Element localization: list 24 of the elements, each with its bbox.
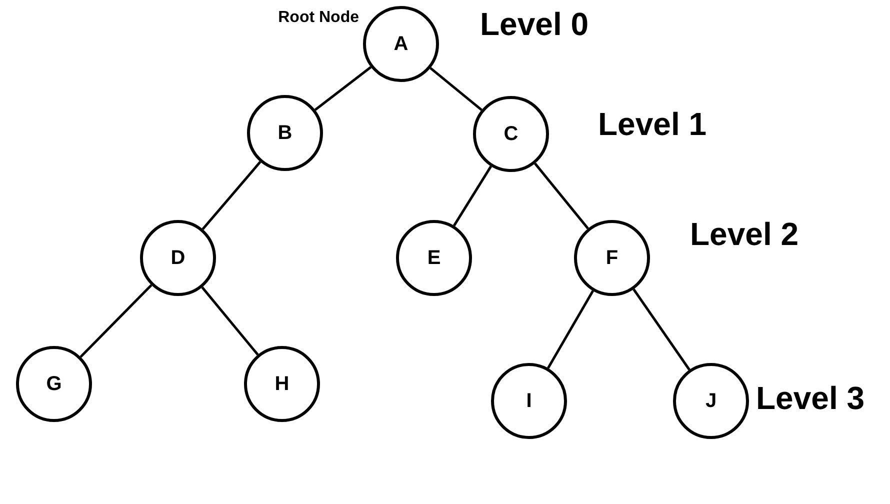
level-label: Level 2: [690, 218, 799, 250]
node-caption: Root Node: [277, 8, 359, 28]
node-letter: H: [274, 372, 290, 397]
connector-line: [430, 67, 482, 111]
node-letter: C: [504, 122, 518, 147]
connector-line: [452, 166, 492, 226]
connector-line: [314, 66, 372, 111]
connector-line: [202, 161, 262, 230]
level-label: Level 3: [756, 382, 865, 414]
node-letter: A: [394, 32, 408, 57]
node-letter: G: [46, 372, 62, 397]
connector-line: [201, 286, 259, 356]
level-label: Level 0: [480, 8, 589, 40]
node-letter: B: [278, 121, 292, 146]
connector-line: [632, 288, 690, 370]
connector-line: [547, 290, 594, 369]
connector-line: [80, 284, 152, 358]
node-letter: E: [427, 246, 441, 271]
node-letter: D: [170, 246, 186, 271]
level-label: Level 1: [598, 108, 707, 140]
node-letter: F: [606, 246, 618, 271]
connector-line: [534, 162, 589, 230]
node-letter: I: [526, 389, 532, 414]
node-letter: J: [705, 389, 717, 414]
